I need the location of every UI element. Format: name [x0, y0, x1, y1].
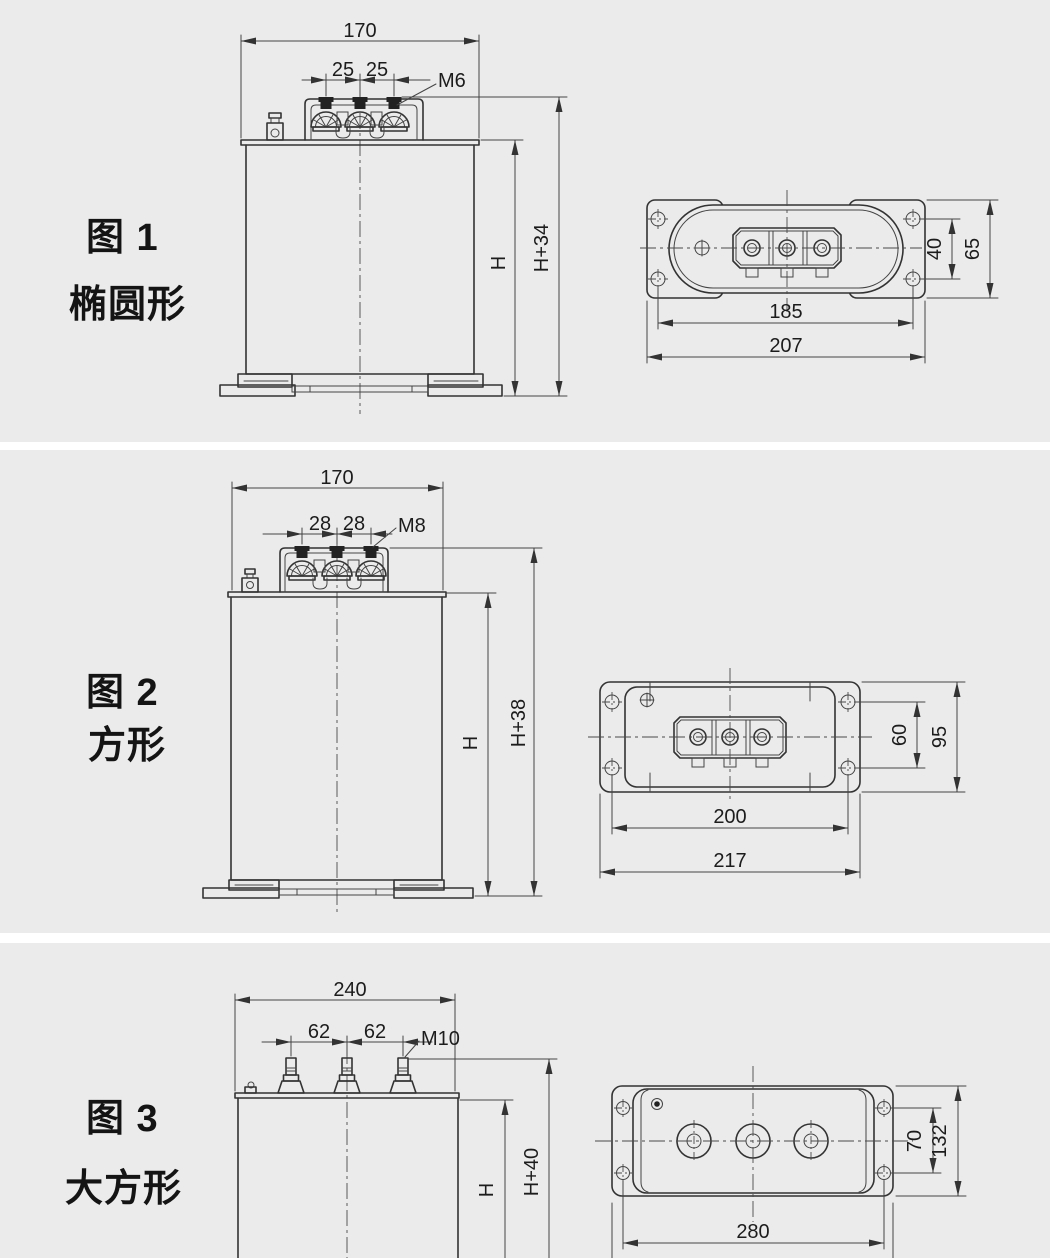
thread-callout: M10 [404, 1028, 460, 1058]
width-dim-text: 170 [320, 467, 353, 489]
thread-text: M6 [438, 70, 466, 92]
thread-callout: M8 [372, 515, 426, 548]
width-dimension: 240 [234, 979, 456, 1092]
height-dimensions: H H+34 [401, 96, 568, 397]
figure-1-top-view: 185 207 40 65 [640, 190, 999, 364]
hole-pitch-text: 40 [924, 238, 946, 260]
pitch-dimension: 62 62 [261, 1021, 433, 1057]
width-dim-text: 240 [333, 979, 366, 1001]
height-dim-text: H [476, 1183, 498, 1197]
thread-text: M8 [398, 515, 426, 537]
figure-1-front-view: 170 25 25 M6 H [219, 20, 568, 414]
overall-width-text: 217 [713, 850, 746, 872]
hole-span-text: 200 [713, 806, 746, 828]
pitch-right-text: 62 [364, 1021, 386, 1043]
figure-2-front-view: 170 28 28 M8 H [202, 467, 543, 915]
total-height-dim-text: H+40 [521, 1148, 543, 1196]
discharge-plug [266, 112, 284, 141]
top-dimensions: 280 70 132 [622, 1085, 967, 1250]
figure-1-title: 图 1 [86, 217, 159, 259]
total-height-dim-text: H+38 [508, 699, 530, 747]
total-height-dim-text: H+34 [531, 224, 553, 272]
mounting-feet [202, 879, 474, 899]
figure-3-title: 图 3 [86, 1098, 159, 1140]
mounting-holes [648, 209, 923, 289]
overall-height-text: 95 [929, 726, 951, 748]
width-dim-text: 170 [343, 20, 376, 42]
overall-height-text: 132 [929, 1124, 951, 1157]
pitch-left-text: 62 [308, 1021, 330, 1043]
figure-2-title: 图 2 [86, 672, 159, 714]
terminal-studs [286, 545, 387, 581]
overall-height-text: 65 [962, 238, 984, 260]
hole-pitch-text: 60 [889, 724, 911, 746]
top-dimensions: 200 217 60 95 [599, 681, 966, 879]
figure-1-drawing: 图 1 椭圆形 [69, 20, 999, 414]
pitch-dimension: 25 25 [301, 59, 431, 97]
height-dimensions: H H+38 [389, 547, 543, 897]
figure-3-drawing: 图 3 大方形 [65, 979, 967, 1258]
pitch-left-text: 28 [309, 513, 331, 535]
pitch-left-text: 25 [332, 59, 354, 81]
pitch-right-text: 28 [343, 513, 365, 535]
figure-2-subtitle: 方形 [88, 725, 166, 767]
pitch-right-text: 25 [366, 59, 388, 81]
grounding-screw [639, 692, 655, 708]
mounting-holes [602, 692, 858, 778]
mounting-holes [614, 1099, 893, 1182]
figure-2-top-view: 200 217 60 95 [588, 668, 966, 879]
figure-2-panel: 图 2 方形 [0, 450, 1050, 933]
thread-callout: M6 [396, 70, 466, 106]
figure-2-drawing: 图 2 方形 [86, 467, 966, 915]
thread-text: M10 [421, 1028, 460, 1050]
mounting-feet [219, 373, 503, 397]
figure-3-top-view: 280 70 132 [595, 1066, 967, 1258]
figure-3-panel: 图 3 大方形 [0, 943, 1050, 1258]
pitch-dimension: 28 28 [262, 513, 393, 545]
width-dimension: 170 [240, 20, 480, 139]
hole-pitch-text: 70 [904, 1130, 926, 1152]
discharge-plug [241, 568, 259, 593]
height-dimensions: H H+40 [407, 1058, 558, 1258]
hole-span-text: 280 [736, 1221, 769, 1243]
hole-span-text: 185 [769, 301, 802, 323]
figure-3-subtitle: 大方形 [65, 1168, 182, 1210]
discharge-plug [244, 1081, 257, 1094]
height-dim-text: H [488, 256, 510, 270]
terminal-studs [277, 1057, 417, 1094]
figure-3-front-view: 240 62 62 M10 H [234, 979, 558, 1258]
figure-1-subtitle: 椭圆形 [69, 284, 186, 326]
height-dim-text: H [460, 736, 482, 750]
figure-1-panel: 图 1 椭圆形 [0, 0, 1050, 442]
overall-width-text: 207 [769, 335, 802, 357]
grounding-screw [651, 1098, 663, 1110]
top-dimensions: 185 207 40 65 [646, 199, 999, 364]
width-dimension: 170 [231, 467, 444, 591]
